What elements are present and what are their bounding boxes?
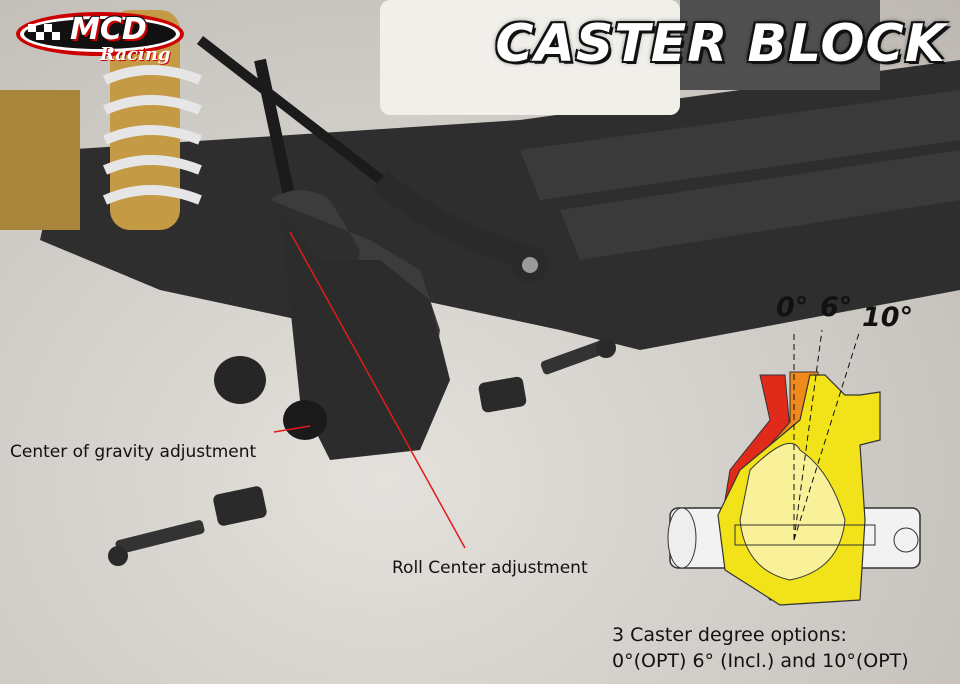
degree-0-label: 0° [776,292,809,323]
caster-options-note: 3 Caster degree options: 0°(OPT) 6° (Inc… [612,622,909,674]
caster-diagram [667,329,921,606]
label-center-of-gravity: Center of gravity adjustment [10,442,257,462]
label-roll-center: Roll Center adjustment [392,558,588,578]
degree-10-label: 10° [862,302,914,333]
checkered-flag-icon [16,12,184,56]
page-title: CASTER BLOCK [495,14,946,74]
note-line-2: 0°(OPT) 6° (Incl.) and 10°(OPT) [612,650,909,672]
logo-sub: Racing [100,44,171,65]
logo-brand: MCD [70,12,147,47]
degree-6-label: 6° [820,292,853,323]
mcd-racing-logo: MCD Racing [14,10,186,74]
note-line-1: 3 Caster degree options: [612,624,847,646]
